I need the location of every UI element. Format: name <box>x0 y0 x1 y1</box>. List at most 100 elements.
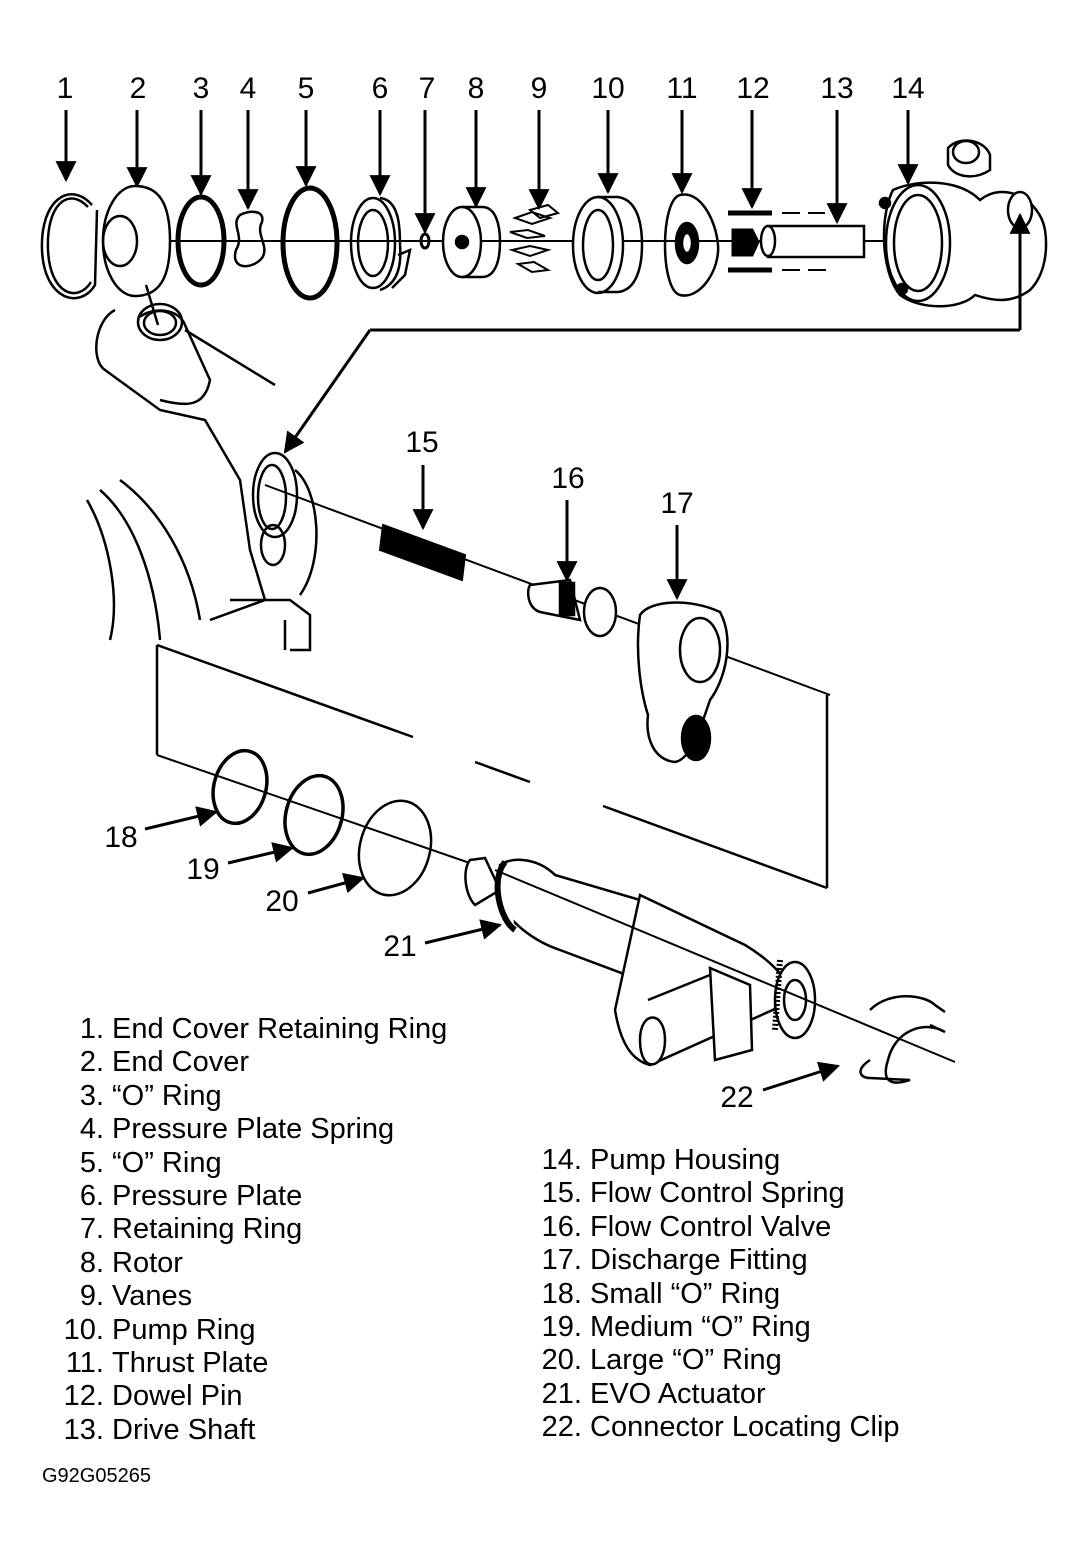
legend-item-label: “O” Ring <box>112 1079 222 1112</box>
legend-item-number: 7. <box>79 1213 104 1246</box>
legend-item: 14.Pump Housing <box>530 1144 900 1177</box>
callout-8: 8 <box>468 72 485 105</box>
part-1-end-cover-retaining-ring <box>40 193 99 300</box>
part-8-rotor <box>441 205 502 279</box>
legend-item-label: “O” Ring <box>112 1146 222 1179</box>
lower-axis-line <box>494 869 956 1063</box>
legend-item: 21.EVO Actuator <box>530 1378 900 1411</box>
part-3-o-ring <box>175 194 227 288</box>
callout-1: 1 <box>57 72 74 105</box>
legend-item-number: 2. <box>79 1046 104 1079</box>
legend-item: 2.End Cover <box>52 1046 447 1079</box>
top-callout-numbers: 1 2 3 4 5 6 7 8 9 10 11 12 13 14 <box>57 72 925 105</box>
alignment-bracket <box>155 643 829 890</box>
figure-id: G92G05265 <box>42 1465 151 1487</box>
part-22-connector-locating-clip <box>859 995 946 1084</box>
part-6-pressure-plate <box>349 196 412 292</box>
callout-19: 19 <box>186 853 219 886</box>
legend-item: 17.Discharge Fitting <box>530 1244 900 1277</box>
legend-item-label: Connector Locating Clip <box>590 1411 900 1444</box>
callout-13: 13 <box>820 72 853 105</box>
legend-item-label: Dowel Pin <box>112 1380 243 1413</box>
legend-item: 22.Connector Locating Clip <box>530 1411 900 1444</box>
legend-item-number: 10. <box>63 1313 104 1346</box>
legend-item-number: 20. <box>541 1344 582 1377</box>
legend-item: 5.“O” Ring <box>52 1147 447 1180</box>
legend-item-number: 5. <box>79 1146 104 1179</box>
legend-item-label: Flow Control Valve <box>590 1210 832 1243</box>
routing-leader-arrow <box>283 212 1031 454</box>
lower-callout-numbers: 18 19 20 21 22 <box>104 821 753 1114</box>
legend-item: 16.Flow Control Valve <box>530 1211 900 1244</box>
part-10-pump-ring <box>571 195 644 295</box>
callout-6: 6 <box>372 72 389 105</box>
part-9-vanes <box>508 203 561 274</box>
part-18-small-o-ring <box>211 748 269 826</box>
legend-item-number: 12. <box>63 1380 104 1413</box>
legend-item: 1.End Cover Retaining Ring <box>52 1013 448 1046</box>
legend-item-label: Large “O” Ring <box>590 1344 782 1377</box>
legend-item-number: 17. <box>541 1244 582 1277</box>
legend-item-label: Pressure Plate <box>112 1180 303 1213</box>
middle-leader-arrows <box>412 465 688 601</box>
callout-14: 14 <box>891 72 924 105</box>
legend-item-number: 6. <box>79 1180 104 1213</box>
legend-item-label: End Cover <box>112 1046 250 1079</box>
legend-item-label: Medium “O” Ring <box>590 1311 811 1344</box>
callout-17: 17 <box>660 487 693 520</box>
part-19-medium-o-ring <box>283 773 345 857</box>
legend-item: 19.Medium “O” Ring <box>530 1311 900 1344</box>
part-2-end-cover <box>101 184 172 298</box>
legend-item-label: Pump Housing <box>590 1144 781 1176</box>
legend-item-label: Drive Shaft <box>112 1413 256 1446</box>
legend-item: 20.Large “O” Ring <box>530 1344 900 1377</box>
legend-item-number: 3. <box>79 1079 104 1112</box>
part-7-retaining-ring <box>419 232 431 250</box>
legend-item-number: 19. <box>541 1311 582 1344</box>
part-14-pump-housing <box>878 139 1048 308</box>
callout-20: 20 <box>265 885 298 918</box>
callout-9: 9 <box>531 72 548 105</box>
part-11-thrust-plate <box>663 193 720 297</box>
legend-item-number: 22. <box>541 1411 582 1444</box>
legend-item-label: Discharge Fitting <box>590 1244 808 1277</box>
legend-item-label: Flow Control Spring <box>590 1177 845 1210</box>
callout-10: 10 <box>591 72 624 105</box>
top-leader-arrows <box>55 110 919 235</box>
legend-item-number: 21. <box>541 1377 582 1410</box>
part-5-o-ring <box>280 185 340 301</box>
legend-item: 4.Pressure Plate Spring <box>52 1113 447 1146</box>
legend-item: 7.Retaining Ring <box>52 1213 447 1246</box>
legend-item-label: Pump Ring <box>112 1313 256 1346</box>
legend-item-number: 14. <box>541 1144 582 1176</box>
part-13-drive-shaft <box>759 224 866 259</box>
pump-body-bore <box>85 284 318 652</box>
legend-item-label: End Cover Retaining Ring <box>112 1013 448 1045</box>
legend-item-number: 4. <box>79 1113 104 1146</box>
legend-item: 9.Vanes <box>52 1280 447 1313</box>
legend-item-number: 16. <box>541 1210 582 1243</box>
callout-11: 11 <box>666 72 697 105</box>
legend-item-label: Small “O” Ring <box>590 1277 781 1310</box>
legend-item-number: 1. <box>79 1013 104 1045</box>
callout-3: 3 <box>193 72 210 105</box>
legend-item-label: Retaining Ring <box>112 1213 303 1246</box>
legend-item-number: 9. <box>79 1280 104 1313</box>
callout-22: 22 <box>720 1081 753 1114</box>
legend-item-number: 15. <box>541 1177 582 1210</box>
legend-item-number: 18. <box>541 1277 582 1310</box>
part-12-dowel-pins <box>728 210 830 273</box>
legend-item-number: 11. <box>65 1347 104 1380</box>
callout-5: 5 <box>298 72 315 105</box>
callout-15: 15 <box>405 426 438 459</box>
legend-item: 10.Pump Ring <box>52 1314 447 1347</box>
middle-callout-numbers: 15 16 17 <box>405 426 693 520</box>
legend-item: 3.“O” Ring <box>52 1080 447 1113</box>
callout-7: 7 <box>419 72 436 105</box>
legend-item: 11.Thrust Plate <box>52 1347 447 1380</box>
part-15-flow-control-spring <box>378 523 467 582</box>
part-16-flow-control-valve <box>526 578 618 638</box>
